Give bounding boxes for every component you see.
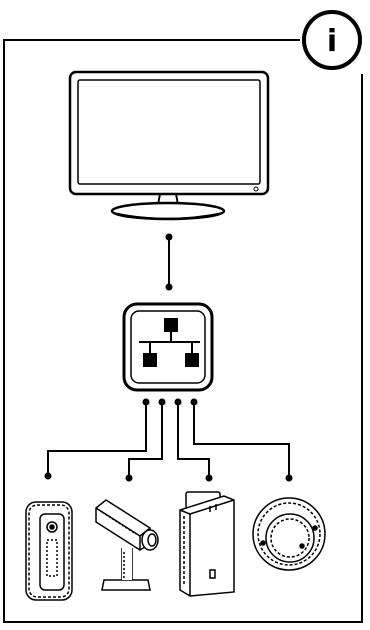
monitor-power-led: [253, 186, 259, 192]
monitor-icon: [68, 70, 270, 221]
camera-port-1: [44, 472, 52, 480]
diagram-frame: [3, 39, 363, 623]
box-camera-body-detail: [101, 511, 137, 535]
bullet-camera-vent: [209, 504, 217, 512]
modular-camera-lens-center: [49, 524, 55, 530]
monitor-base-edge: [113, 212, 223, 220]
switch-port-1: [142, 398, 150, 406]
box-camera-pole-fill: [122, 548, 132, 580]
bullet-camera-port: [209, 569, 216, 579]
dome-camera-bubble: [265, 513, 315, 563]
network-switch-icon: [122, 302, 214, 392]
camera-port-2: [125, 474, 133, 482]
switch-port-4: [190, 398, 198, 406]
info-badge: i: [302, 10, 362, 70]
monitor-base: [110, 201, 226, 221]
switch-right-node: [185, 353, 199, 367]
modular-camera-panel: [39, 513, 65, 591]
info-letter: i: [327, 24, 337, 59]
modular-camera-grille: [46, 539, 58, 577]
cable-box-camera: [128, 402, 163, 478]
dome-camera-ring: [257, 502, 321, 566]
switch-topology-lines: [139, 332, 200, 353]
dome-camera-lens: [299, 543, 305, 549]
bullet-camera-face: [179, 499, 235, 596]
bullet-camera-body: [179, 495, 235, 597]
uplink-cable: [165, 233, 173, 291]
dome-camera-bubble-inner: [270, 518, 310, 558]
switch-left-node: [143, 353, 157, 367]
monitor-bezel: [68, 70, 270, 196]
cable-ports: [44, 398, 293, 482]
info-icon: [302, 10, 362, 70]
uplink-port-bottom: [165, 283, 173, 291]
cable-dome-camera: [193, 402, 290, 478]
camera-cables: [47, 402, 290, 478]
box-camera-mount-base: [101, 579, 151, 591]
dome-camera-screw-2: [312, 525, 318, 531]
camera-port-4: [285, 474, 293, 482]
box-camera-lens-inner: [147, 533, 157, 547]
dome-camera-icon: [252, 497, 326, 571]
box-camera-icon: [95, 499, 159, 591]
switch-port-3: [174, 398, 182, 406]
camera-port-3: [205, 474, 213, 482]
monitor-screen: [77, 79, 261, 185]
dome-camera-screw-1: [260, 540, 266, 546]
modular-camera-icon: [25, 501, 73, 601]
cable-modular-camera: [47, 402, 147, 476]
cable-bullet-camera: [177, 402, 210, 478]
switch-root-node: [164, 318, 178, 332]
switch-outer: [122, 302, 214, 392]
switch-inner: [130, 310, 206, 384]
modular-camera-outline: [28, 504, 70, 598]
switch-port-2: [158, 398, 166, 406]
bullet-camera-icon: [179, 491, 235, 597]
